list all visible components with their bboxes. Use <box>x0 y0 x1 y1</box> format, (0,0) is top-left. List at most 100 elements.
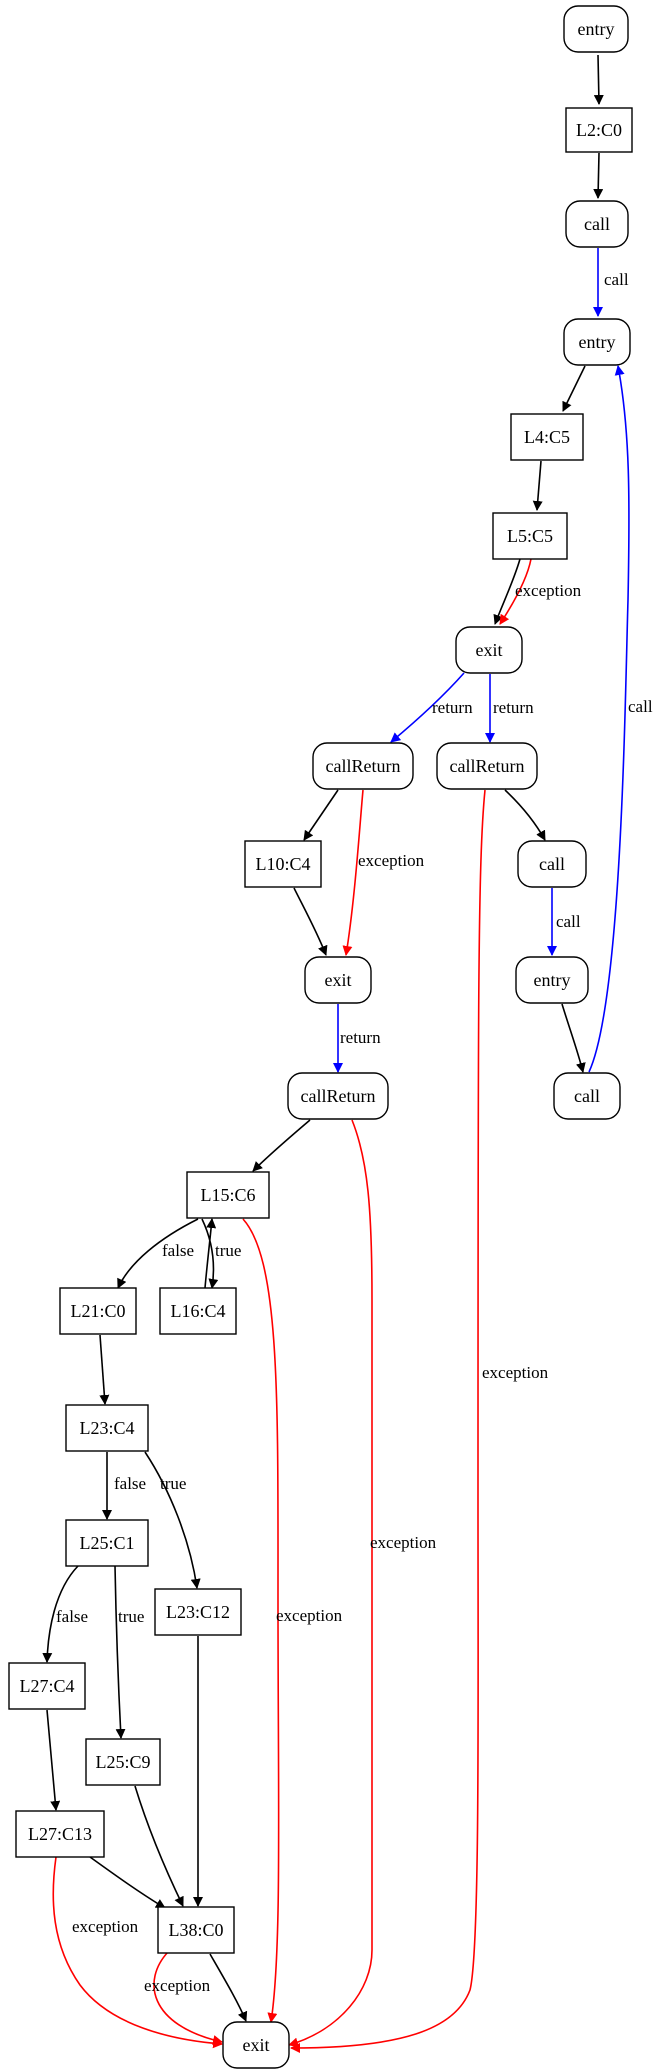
graph-node: L5:C5 <box>492 512 568 560</box>
edge-exception <box>52 1856 223 2049</box>
graph-node: callReturn <box>287 1072 389 1120</box>
graph-node: L23:C4 <box>65 1404 149 1452</box>
edge-exception <box>499 558 532 625</box>
edge-labels-layer: call exception return return exception except… <box>56 270 653 1995</box>
edge-flow <box>144 1451 201 1589</box>
graph-node: callReturn <box>312 742 414 790</box>
edge-flow <box>89 1856 166 1909</box>
edge-label: false <box>56 1607 88 1626</box>
edge-flow <box>209 1953 248 2022</box>
edge-label: true <box>118 1607 144 1626</box>
edge-exception <box>242 1218 280 2023</box>
node-label: call <box>574 1086 600 1106</box>
rounded-node-shape <box>553 1072 621 1120</box>
edge-flow <box>561 1003 586 1073</box>
box-node-shape <box>85 1738 161 1786</box>
graph-node: call <box>553 1072 621 1120</box>
node-label: L10:C4 <box>255 854 310 874</box>
edge-label: exception <box>144 1976 211 1995</box>
edge-label: exception <box>370 1533 437 1552</box>
edges-layer <box>42 54 630 2053</box>
edge-flow <box>114 1565 126 1739</box>
edge-flow <box>504 789 546 841</box>
rounded-node-shape <box>515 956 589 1004</box>
edge-label: false <box>162 1241 194 1260</box>
box-node-shape <box>59 1287 137 1335</box>
node-label: callReturn <box>326 756 401 776</box>
box-node-shape <box>492 512 568 560</box>
node-label: L5:C5 <box>507 526 553 546</box>
graph-node: L25:C9 <box>85 1738 161 1786</box>
node-label: L25:C9 <box>95 1752 150 1772</box>
edge-flow <box>201 1218 219 1289</box>
edge-flow <box>493 558 521 625</box>
graph-node: callReturn <box>436 742 538 790</box>
graph-node: exit <box>455 626 523 674</box>
node-label: L27:C13 <box>28 1824 92 1844</box>
node-label: L2:C0 <box>576 120 622 140</box>
node-label: callReturn <box>301 1086 376 1106</box>
graph-node: L4:C5 <box>510 413 584 461</box>
node-label: L15:C6 <box>200 1185 255 1205</box>
graph-node: entry <box>563 318 631 366</box>
edge-flow <box>593 54 604 105</box>
box-node-shape <box>244 840 322 888</box>
graph-node: exit <box>222 2021 290 2069</box>
graph-node: entry <box>515 956 589 1004</box>
edge-label: true <box>160 1474 186 1493</box>
rounded-node-shape <box>517 840 587 888</box>
rounded-node-shape <box>563 5 629 53</box>
node-label: L27:C4 <box>19 1676 74 1696</box>
edge-flow <box>134 1785 184 1907</box>
graph-node: L15:C6 <box>186 1171 270 1219</box>
rounded-node-shape <box>563 318 631 366</box>
rounded-node-shape <box>304 956 372 1004</box>
graph-node: L10:C4 <box>244 840 322 888</box>
edge-label: return <box>340 1028 381 1047</box>
edge-flow <box>42 1565 79 1663</box>
node-label: entry <box>534 970 571 990</box>
node-label: entry <box>578 19 615 39</box>
rounded-node-shape <box>436 742 538 790</box>
node-label: L4:C5 <box>524 427 570 447</box>
edge-flow <box>593 152 604 199</box>
edge-label: return <box>493 698 534 717</box>
node-label: L21:C0 <box>70 1301 125 1321</box>
node-label: L16:C4 <box>170 1301 225 1321</box>
box-node-shape <box>159 1287 237 1335</box>
box-node-shape <box>8 1662 86 1710</box>
edge-label: true <box>215 1241 241 1260</box>
edge-label: call <box>556 912 581 931</box>
node-label: callReturn <box>450 756 525 776</box>
box-node-shape <box>565 107 633 153</box>
box-node-shape <box>186 1171 270 1219</box>
edge-call <box>390 672 465 743</box>
edge-exception <box>290 789 486 2053</box>
rounded-node-shape <box>312 742 414 790</box>
edge-exception <box>153 1951 223 2045</box>
node-label: L25:C1 <box>79 1533 134 1553</box>
edge-flow <box>562 365 586 412</box>
edge-label: exception <box>482 1363 549 1382</box>
rounded-node-shape <box>222 2021 290 2069</box>
edge-exception <box>288 1119 373 2048</box>
nodes-layer: entryL2:C0callentryL4:C5L5:C5exitcallRet… <box>8 5 633 2069</box>
edge-flow <box>252 1119 311 1172</box>
node-label: L23:C4 <box>79 1418 134 1438</box>
graph-node: call <box>517 840 587 888</box>
graph-node: L23:C12 <box>154 1588 242 1636</box>
node-label: call <box>584 214 610 234</box>
edge-label: false <box>114 1474 146 1493</box>
node-label: L38:C0 <box>168 1920 223 1940</box>
graph-node: entry <box>563 5 629 53</box>
box-node-shape <box>65 1519 149 1567</box>
graph-node: L21:C0 <box>59 1287 137 1335</box>
edge-label: exception <box>276 1606 343 1625</box>
node-label: L23:C12 <box>166 1602 230 1622</box>
edge-label: exception <box>72 1917 139 1936</box>
edge-label: return <box>432 698 473 717</box>
edge-label: call <box>604 270 629 289</box>
edge-flow <box>46 1709 61 1811</box>
edge-label: exception <box>515 581 582 600</box>
